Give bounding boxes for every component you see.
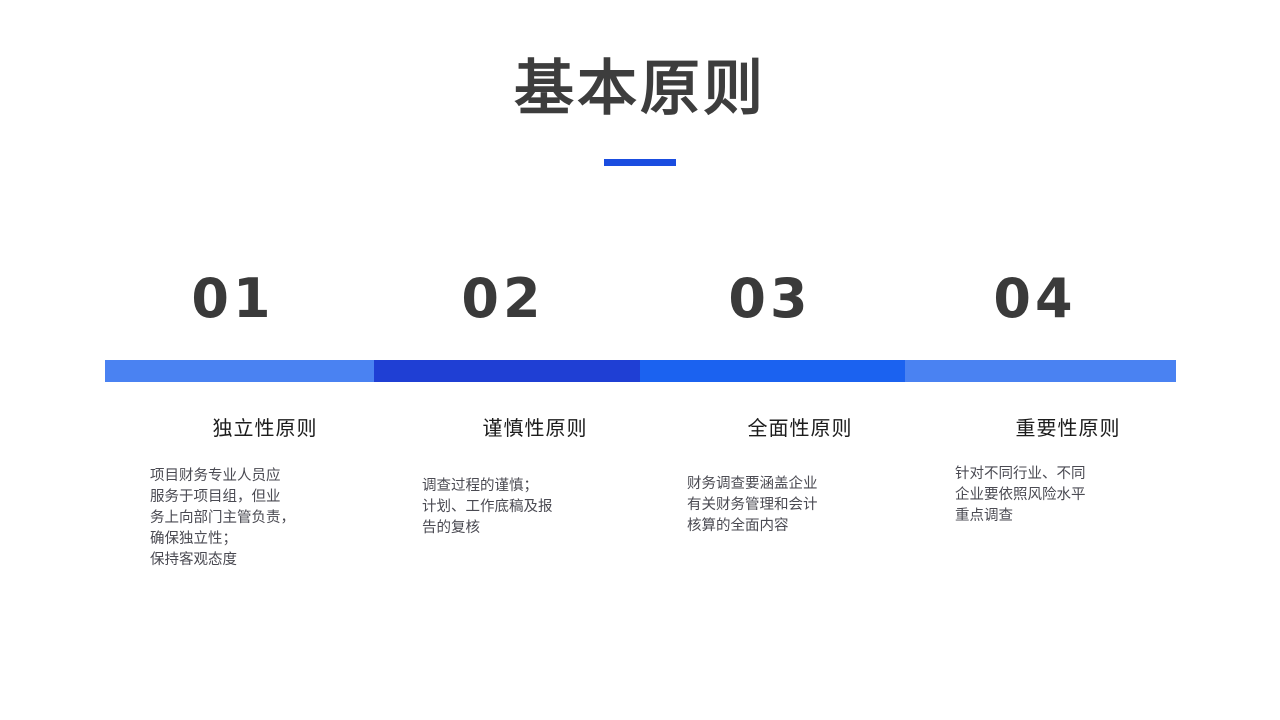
step-number-01: 01	[191, 267, 275, 330]
step-number-04: 04	[993, 267, 1077, 330]
timeline-segment-3	[640, 360, 905, 382]
steps-columns: 独立性原则 项目财务专业人员应 服务于项目组，但业 务上向部门主管负责， 确保独…	[105, 416, 1205, 616]
step-heading-2: 谨慎性原则	[482, 416, 588, 440]
step-number-03: 03	[728, 267, 812, 330]
step-body-1: 项目财务专业人员应 服务于项目组，但业 务上向部门主管负责， 确保独立性； 保持…	[150, 468, 295, 568]
step-numbers-row: 01 02 03 04	[105, 272, 1176, 342]
step-column-1: 独立性原则 项目财务专业人员应 服务于项目组，但业 务上向部门主管负责， 确保独…	[140, 416, 390, 571]
step-heading-3: 全面性原则	[747, 416, 853, 440]
step-body-3: 财务调查要涵盖企业 有关财务管理和会计 核算的全面内容	[687, 476, 818, 534]
step-body-4: 针对不同行业、不同 企业要依照风险水平 重点调查	[955, 466, 1086, 524]
title-accent-bar	[604, 159, 676, 166]
step-heading-4: 重要性原则	[1015, 416, 1121, 440]
timeline-bar	[105, 360, 1176, 382]
timeline-segment-4	[905, 360, 1176, 382]
timeline-segment-2	[374, 360, 640, 382]
step-body-2: 调查过程的谨慎； 计划、工作底稿及报 告的复核	[422, 478, 553, 536]
step-number-02: 02	[461, 267, 545, 330]
title-block: 基本原则	[0, 58, 1280, 166]
page-title: 基本原则	[514, 54, 766, 124]
step-column-2: 谨慎性原则 调查过程的谨慎； 计划、工作底稿及报 告的复核	[410, 416, 660, 539]
timeline-segment-1	[105, 360, 374, 382]
step-column-3: 全面性原则 财务调查要涵盖企业 有关财务管理和会计 核算的全面内容	[675, 416, 925, 537]
step-column-4: 重要性原则 针对不同行业、不同 企业要依照风险水平 重点调查	[943, 416, 1193, 527]
step-heading-1: 独立性原则	[212, 416, 318, 440]
